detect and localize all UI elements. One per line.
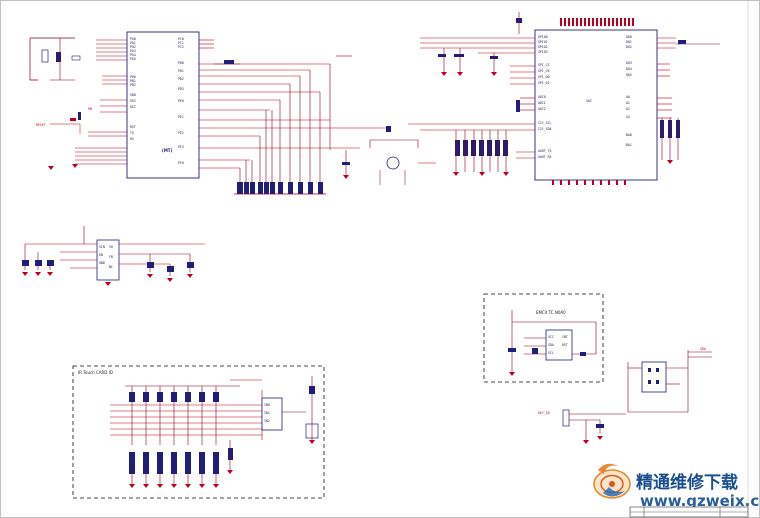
- svg-text:SOC: SOC: [586, 99, 592, 103]
- emc-controller-block: EMC4 TC N0A0 VCC SDA SCL INT RST: [483, 293, 604, 383]
- svg-text:SPI_CS: SPI_CS: [538, 63, 550, 67]
- svg-text:KEY_IN: KEY_IN: [538, 411, 550, 415]
- svg-text:VSS: VSS: [130, 99, 136, 103]
- svg-text:DQ4: DQ4: [626, 67, 632, 71]
- svg-text:I2C_SCL: I2C_SCL: [538, 121, 552, 125]
- svg-text:PA0: PA0: [130, 37, 136, 41]
- svg-text:PA1: PA1: [130, 41, 136, 45]
- svg-text:PA4: PA4: [130, 53, 136, 57]
- svg-text:VCC: VCC: [548, 335, 554, 339]
- regulator-block: VIN EN GND VO FB NC: [22, 226, 205, 286]
- ir-decoder-chip: [261, 397, 283, 431]
- svg-text:GND: GND: [99, 261, 105, 265]
- svg-text:PC2: PC2: [178, 45, 184, 49]
- svg-text:PB1: PB1: [130, 79, 136, 83]
- svg-text:PB2: PB2: [130, 83, 136, 87]
- svg-text:BA1: BA1: [626, 143, 632, 147]
- svg-text:PF0: PF0: [178, 161, 184, 165]
- bottom-connector: [562, 409, 570, 427]
- svg-text:PD1: PD1: [178, 69, 184, 73]
- svg-text:DQ5: DQ5: [626, 73, 632, 77]
- svg-text:VO: VO: [109, 245, 113, 249]
- svg-text:PD0: PD0: [178, 61, 184, 65]
- svg-text:I2C_SDA: I2C_SDA: [538, 127, 552, 131]
- svg-text:TX: TX: [130, 131, 134, 135]
- svg-text:OSC: OSC: [130, 105, 136, 109]
- mcu-chip-tag: (MT): [162, 148, 173, 153]
- svg-text:PE3: PE3: [178, 145, 184, 149]
- svg-text:DQ2: DQ2: [626, 45, 632, 49]
- svg-text:EN: EN: [99, 253, 103, 257]
- svg-text:SDA: SDA: [548, 343, 554, 347]
- svg-text:SCL: SCL: [548, 351, 554, 355]
- svg-text:ADC1: ADC1: [538, 101, 546, 105]
- svg-text:PC1: PC1: [178, 41, 184, 45]
- svg-text:PD3: PD3: [178, 87, 184, 91]
- svg-text:UART_RX: UART_RX: [538, 155, 552, 159]
- svg-text:PB0: PB0: [130, 75, 136, 79]
- ctrl-block-title: EMC4 TC N0A0: [536, 310, 566, 315]
- svg-text:DQ1: DQ1: [626, 40, 632, 44]
- svg-text:ADC2: ADC2: [538, 107, 546, 111]
- svg-text:RX: RX: [130, 137, 134, 141]
- svg-text:IN1: IN1: [264, 411, 270, 415]
- svg-text:BA0: BA0: [626, 133, 632, 137]
- svg-text:RST: RST: [130, 125, 136, 129]
- svg-text:PE0: PE0: [178, 99, 184, 103]
- flame-logo-icon: [593, 463, 631, 499]
- sensor-block: SDA KEY_IN: [538, 347, 712, 444]
- svg-text:ADC0: ADC0: [538, 95, 546, 99]
- svg-text:SPI_CK: SPI_CK: [538, 69, 550, 73]
- ir-block-title: IR Touch CARD ID: [78, 370, 113, 375]
- svg-text:PE1: PE1: [178, 115, 184, 119]
- mcu-chip: [126, 31, 200, 179]
- svg-text:VIN: VIN: [99, 245, 105, 249]
- watermark-chinese-text: 精通维修下载: [636, 472, 738, 493]
- svg-text:RST: RST: [562, 343, 568, 347]
- svg-text:A2: A2: [626, 107, 630, 111]
- svg-text:DQ0: DQ0: [626, 35, 632, 39]
- svg-text:PD2: PD2: [178, 77, 184, 81]
- svg-text:GPIO1: GPIO1: [538, 40, 548, 44]
- title-block: [629, 506, 749, 518]
- svg-text:A0: A0: [626, 95, 630, 99]
- svg-text:UART_TX: UART_TX: [538, 149, 552, 153]
- svg-text:GPIO0: GPIO0: [538, 35, 548, 39]
- svg-text:A1: A1: [626, 101, 630, 105]
- svg-text:DQ3: DQ3: [626, 61, 632, 65]
- svg-text:SPI_DO: SPI_DO: [538, 75, 550, 79]
- svg-text:PA3: PA3: [130, 49, 136, 53]
- watermark: 精通维修下载 www.gzweix.com: [593, 463, 760, 510]
- svg-text:INT: INT: [562, 335, 568, 339]
- svg-text:IN0: IN0: [264, 403, 270, 407]
- motor-symbol: [386, 156, 400, 170]
- emc-chip: [545, 329, 573, 361]
- sensor-chip: [641, 361, 667, 393]
- watermark-url-text: www.gzweix.com: [640, 492, 760, 510]
- svg-text:PW: PW: [88, 107, 92, 111]
- svg-text:VDD: VDD: [130, 93, 136, 97]
- svg-text:FB: FB: [109, 255, 113, 259]
- svg-text:IN2: IN2: [264, 419, 270, 423]
- svg-text:PA5: PA5: [130, 57, 136, 61]
- soc-chip: [534, 29, 658, 181]
- svg-text:PA2: PA2: [130, 45, 136, 49]
- ir-block-frame: [72, 365, 325, 499]
- ir-touch-card-block: IR Touch CARD ID: [72, 365, 325, 499]
- svg-text:NC: NC: [109, 265, 113, 269]
- svg-text:SDA: SDA: [700, 347, 706, 351]
- svg-text:PC0: PC0: [178, 37, 184, 41]
- svg-text:SPI_DI: SPI_DI: [538, 81, 550, 85]
- svg-text:GPIO3: GPIO3: [538, 50, 548, 54]
- svg-text:A3: A3: [626, 115, 630, 119]
- svg-text:GPIO2: GPIO2: [538, 45, 548, 49]
- ctrl-block-frame: [483, 293, 604, 383]
- svg-text:PE2: PE2: [178, 131, 184, 135]
- svg-text:RESET: RESET: [36, 123, 46, 127]
